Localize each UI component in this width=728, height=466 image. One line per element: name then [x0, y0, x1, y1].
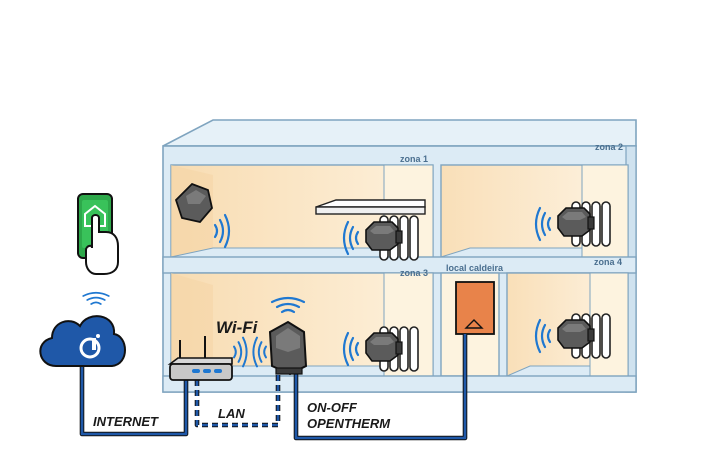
zona-4-label: zona 4 [594, 257, 622, 267]
internet-label: INTERNET [93, 414, 159, 429]
thermostat-icon [174, 182, 213, 223]
gateway-icon [268, 320, 308, 376]
signal-waves-icon [82, 291, 110, 305]
wifi-label: Wi-Fi [216, 318, 259, 337]
onoff-label: ON-OFF [307, 400, 358, 415]
zona-1-label: zona 1 [400, 154, 428, 164]
zona-2-label: zona 2 [595, 142, 623, 152]
cloud-icon [39, 315, 126, 367]
boiler-room-label: local caldeira [446, 263, 504, 273]
wiring [79, 334, 468, 441]
smartphone-app-icon [77, 193, 119, 275]
boiler-icon [455, 281, 495, 335]
lan-label: LAN [218, 406, 245, 421]
zona-3-label: zona 3 [400, 268, 428, 278]
shelf [315, 199, 426, 215]
router-icon [167, 336, 233, 381]
opentherm-label: OPENTHERM [307, 416, 391, 431]
